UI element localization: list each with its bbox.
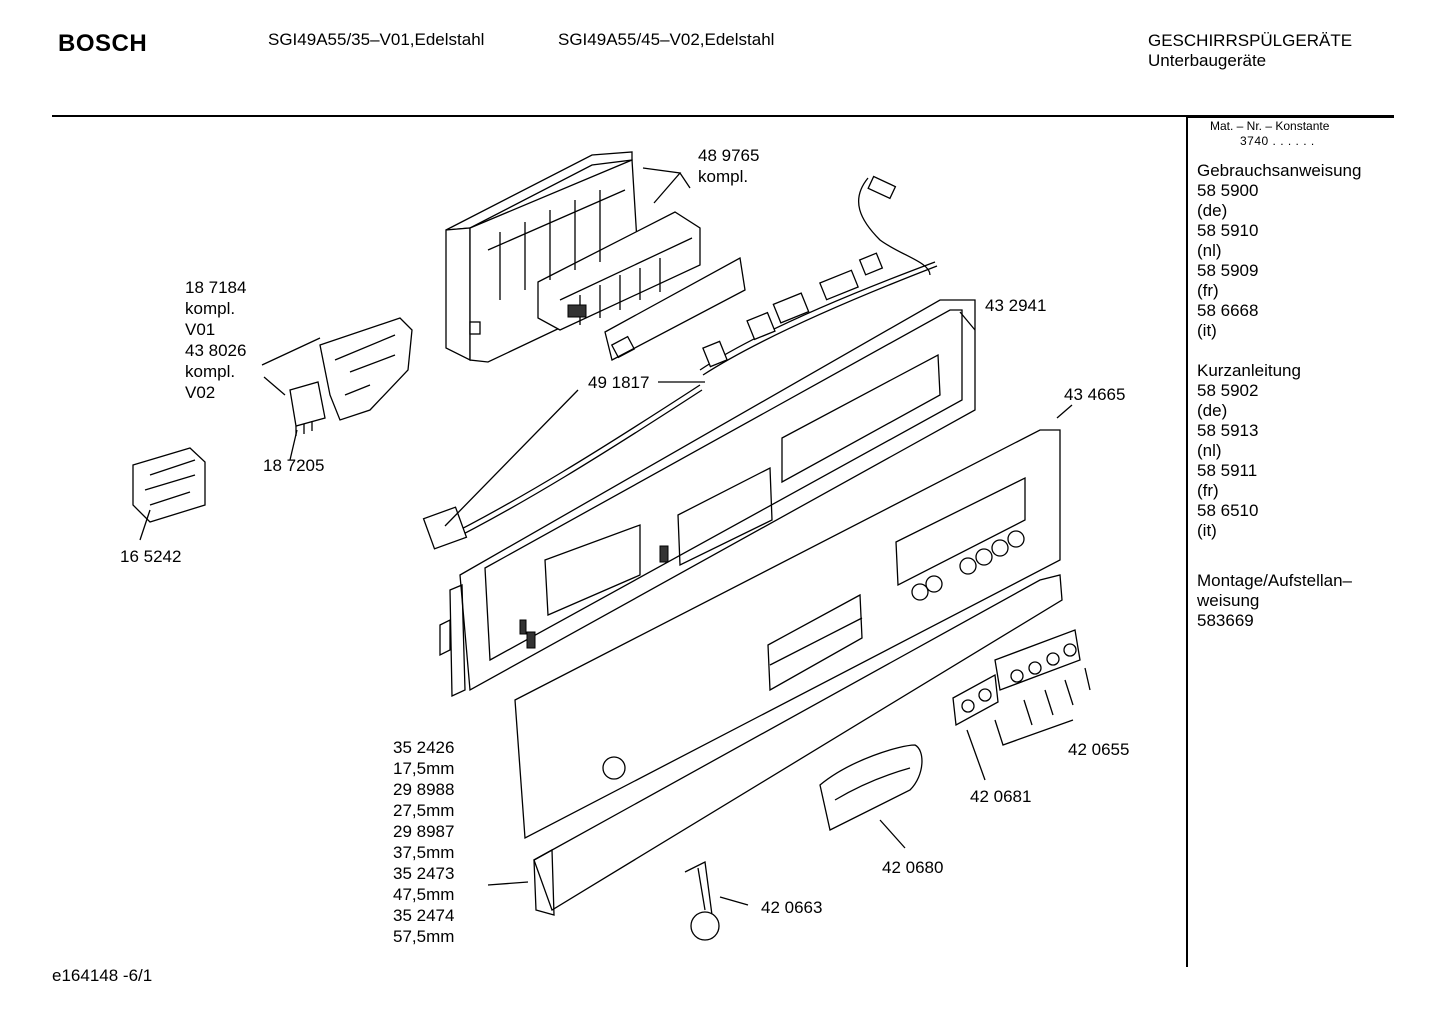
drawing-code: e164148 -6/1 [52, 966, 153, 985]
callout-42-0681: 42 0681 [970, 786, 1031, 807]
part-display-strip [604, 256, 746, 361]
part-knob-clip [684, 861, 720, 941]
doc-group-quick-guide: Kurzanleitung 58 5902 (de) 58 5913 (nl) … [1197, 361, 1361, 541]
part-control-module [445, 151, 701, 363]
callout-43-2941: 43 2941 [985, 295, 1046, 316]
callout-line: 29 8987 [393, 822, 455, 841]
doc-group-title: Kurzanleitung [1197, 361, 1301, 380]
doc-line: (it) [1197, 321, 1217, 340]
doc-line: 583669 [1197, 611, 1254, 630]
doc-line: 58 6510 [1197, 501, 1259, 520]
callout-line: kompl. [185, 362, 236, 381]
callout-line: V02 [185, 383, 216, 402]
callout-line: 16 5242 [120, 547, 182, 566]
callout-42-0655: 42 0655 [1068, 739, 1129, 760]
category-heading: GESCHIRRSPÜLGERÄTE Unterbaugeräte [1148, 31, 1352, 71]
callout-18-7205: 18 7205 [263, 455, 324, 476]
model-variant-2: SGI49A55/45–V02,Edelstahl [558, 30, 775, 49]
doc-group-title: Gebrauchsanweisung [1197, 161, 1362, 180]
category-subtitle: Unterbaugeräte [1148, 51, 1267, 70]
doc-line: 58 5911 [1197, 461, 1258, 480]
callout-line: 18 7184 [185, 278, 247, 297]
callout-line: 18 7205 [263, 456, 325, 475]
callout-line: 57,5mm [393, 927, 455, 946]
part-relay [289, 381, 326, 436]
callout-48-9765: 48 9765 kompl. [698, 145, 759, 187]
doc-line: 58 6668 [1197, 301, 1259, 320]
callout-line: 42 0655 [1068, 740, 1130, 759]
doc-group-title: Montage/Aufstellan– [1197, 571, 1352, 590]
callout-line: 35 2473 [393, 864, 455, 883]
callout-line: 43 8026 [185, 341, 247, 360]
callout-42-0663: 42 0663 [761, 897, 822, 918]
doc-line: (it) [1197, 521, 1217, 540]
doc-line: 58 5909 [1197, 261, 1259, 280]
material-number-block: Mat. – Nr. – Konstante 3740 . . . . . . [1210, 119, 1329, 149]
category-title: GESCHIRRSPÜLGERÄTE [1148, 31, 1353, 50]
doc-line: weisung [1197, 591, 1260, 610]
doc-line: 58 5913 [1197, 421, 1259, 440]
part-door-handle [819, 744, 923, 831]
brand-logo: BOSCH [58, 30, 148, 57]
callout-line: 49 1817 [588, 373, 650, 392]
documentation-list: Gebrauchsanweisung 58 5900 (de) 58 5910 … [1197, 161, 1361, 651]
doc-group-manual: Gebrauchsanweisung 58 5900 (de) 58 5910 … [1197, 161, 1361, 341]
part-terminal-block [132, 447, 206, 523]
callout-line: 27,5mm [393, 801, 455, 820]
callout-line: 43 4665 [1064, 385, 1126, 404]
callout-line: 48 9765 [698, 146, 760, 165]
doc-line: (nl) [1197, 441, 1222, 460]
callout-35-2426: 35 2426 17,5mm 29 8988 27,5mm 29 8987 37… [393, 737, 454, 947]
header-divider [52, 115, 1394, 117]
callout-16-5242: 16 5242 [120, 546, 181, 567]
doc-line: (fr) [1197, 281, 1219, 300]
doc-line: (de) [1197, 401, 1228, 420]
callout-line: 35 2426 [393, 738, 455, 757]
doc-line: 58 5900 [1197, 181, 1259, 200]
callout-line: 42 0681 [970, 787, 1032, 806]
sidebar-divider [1186, 117, 1188, 967]
part-trim-strip [533, 574, 1063, 916]
callout-42-0680: 42 0680 [882, 857, 943, 878]
callout-18-7184: 18 7184 kompl. V01 43 8026 kompl. V02 [185, 277, 246, 403]
part-button-pair [952, 673, 999, 727]
part-front-panel [514, 429, 1061, 840]
callout-line: 43 2941 [985, 296, 1047, 315]
callout-line: 29 8988 [393, 780, 455, 799]
part-door-switch [319, 317, 413, 421]
callout-43-4665: 43 4665 [1064, 384, 1125, 405]
doc-line: (de) [1197, 201, 1228, 220]
doc-line: (fr) [1197, 481, 1219, 500]
sidebar-top-rule [1188, 117, 1394, 118]
doc-line: 58 5902 [1197, 381, 1259, 400]
callout-line: 47,5mm [393, 885, 455, 904]
model-variant-1: SGI49A55/35–V01,Edelstahl [268, 30, 485, 49]
doc-group-installation: Montage/Aufstellan– weisung 583669 [1197, 571, 1361, 631]
callout-line: kompl. [185, 299, 236, 318]
leader-lines [139, 167, 1091, 906]
callout-line: 42 0680 [882, 858, 944, 877]
callout-line: V01 [185, 320, 216, 339]
callout-49-1817: 49 1817 [588, 372, 649, 393]
callout-line: 37,5mm [393, 843, 455, 862]
part-button-group [994, 629, 1081, 691]
callout-line: kompl. [698, 167, 749, 186]
part-inner-frame [439, 299, 976, 698]
material-number-heading: Mat. – Nr. – Konstante [1210, 119, 1330, 133]
callout-line: 17,5mm [393, 759, 455, 778]
callout-line: 42 0663 [761, 898, 823, 917]
doc-line: (nl) [1197, 241, 1222, 260]
doc-line: 58 5910 [1197, 221, 1259, 240]
material-number-value: 3740 . . . . . . [1240, 134, 1315, 148]
callout-line: 35 2474 [393, 906, 455, 925]
part-wiring-harness [422, 175, 938, 550]
